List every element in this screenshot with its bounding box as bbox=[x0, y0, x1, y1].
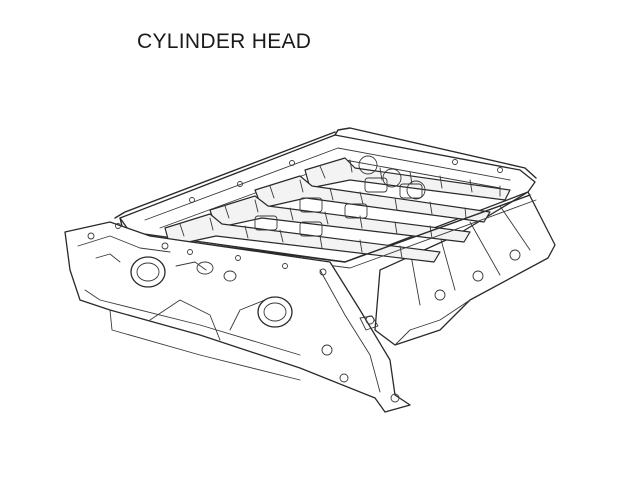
cam-row-4 bbox=[164, 213, 441, 263]
intake-ports bbox=[130, 256, 293, 328]
bolt-holes bbox=[87, 159, 503, 403]
diagram-title: CYLINDER HEAD bbox=[137, 30, 312, 53]
top-flange bbox=[114, 131, 336, 227]
valve-train-rows bbox=[164, 155, 511, 263]
